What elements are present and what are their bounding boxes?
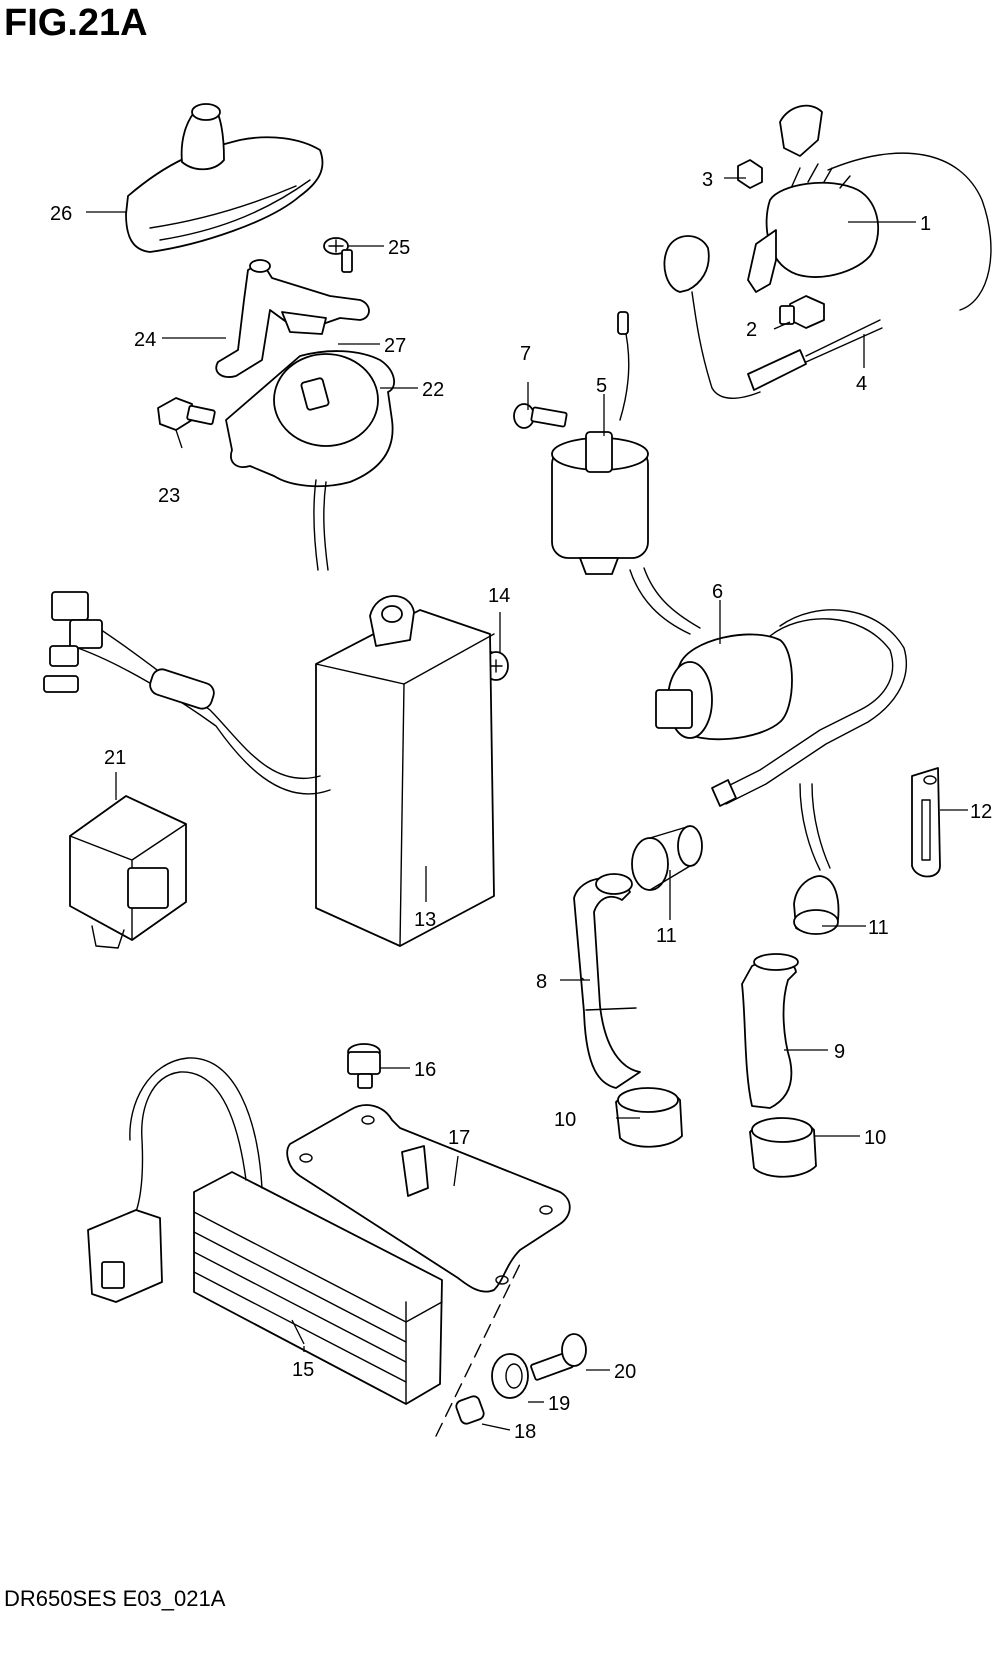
callout-25: 25 <box>388 237 410 259</box>
callout-7: 7 <box>520 343 531 365</box>
part-20-bolt <box>530 1333 587 1381</box>
part-3-nut <box>737 159 763 189</box>
part-11-cap-a <box>631 825 703 891</box>
part-19-grommet <box>491 1353 529 1399</box>
callout-5: 5 <box>596 375 607 397</box>
diagram-code: DR650SES E03_021A <box>4 1586 226 1611</box>
callout-12: 12 <box>970 801 992 823</box>
callout-10b: 10 <box>864 1127 886 1149</box>
part-8-hose <box>573 873 641 1089</box>
part-17-bracket <box>286 1104 571 1293</box>
part-12-clip <box>911 767 941 878</box>
figure-title: FIG.21A <box>4 2 148 44</box>
part-21-relay <box>69 795 187 949</box>
callout-16: 16 <box>414 1059 436 1081</box>
callout-26: 26 <box>50 203 72 225</box>
callout-11a: 11 <box>656 925 677 947</box>
callout-20: 20 <box>614 1361 636 1383</box>
part-5-sensor <box>551 311 649 575</box>
leader-lines <box>86 177 968 1431</box>
callout-17: 17 <box>448 1127 470 1149</box>
callout-21: 21 <box>104 747 126 769</box>
part-1-starter-relay <box>747 104 992 311</box>
callout-6: 6 <box>712 581 723 603</box>
callout-3: 3 <box>702 169 713 191</box>
callout-2: 2 <box>746 319 757 341</box>
part-13-harness <box>43 591 331 795</box>
part-18-spacer <box>455 1395 485 1425</box>
callout-10a: 10 <box>554 1109 576 1131</box>
callout-15: 15 <box>292 1359 314 1381</box>
part-7-bolt <box>513 403 568 429</box>
part-15-regulator <box>87 1057 443 1405</box>
part-25-screw <box>323 237 353 273</box>
part-11-cap-b <box>793 783 840 935</box>
callout-11b: 11 <box>868 917 889 939</box>
callout-18: 18 <box>514 1421 536 1443</box>
part-13-cdi-unit <box>315 595 495 947</box>
callout-9: 9 <box>834 1041 845 1063</box>
callout-24: 24 <box>134 329 156 351</box>
assembly-line <box>435 1263 521 1437</box>
callout-4: 4 <box>856 373 867 395</box>
part-10-cap-a <box>615 1087 683 1148</box>
callout-13: 13 <box>414 909 436 931</box>
callout-19: 19 <box>548 1393 570 1415</box>
part-16-bolt <box>347 1043 381 1089</box>
part-26-cover <box>125 103 324 253</box>
part-10-cap-b <box>749 1117 817 1178</box>
part-23-bolt <box>157 397 216 431</box>
callout-23: 23 <box>158 485 180 507</box>
part-2-bolt <box>779 295 825 329</box>
part-4-cable <box>663 235 883 399</box>
callout-22: 22 <box>422 379 444 401</box>
part-9-hose <box>741 953 799 1109</box>
part-24-bracket <box>215 259 370 378</box>
callout-14: 14 <box>488 585 510 607</box>
part-6-ignition-coil <box>629 567 907 807</box>
callout-1: 1 <box>920 213 931 235</box>
callout-27: 27 <box>384 335 406 357</box>
callout-8: 8 <box>536 971 547 993</box>
part-22-ignition-switch <box>225 350 395 571</box>
